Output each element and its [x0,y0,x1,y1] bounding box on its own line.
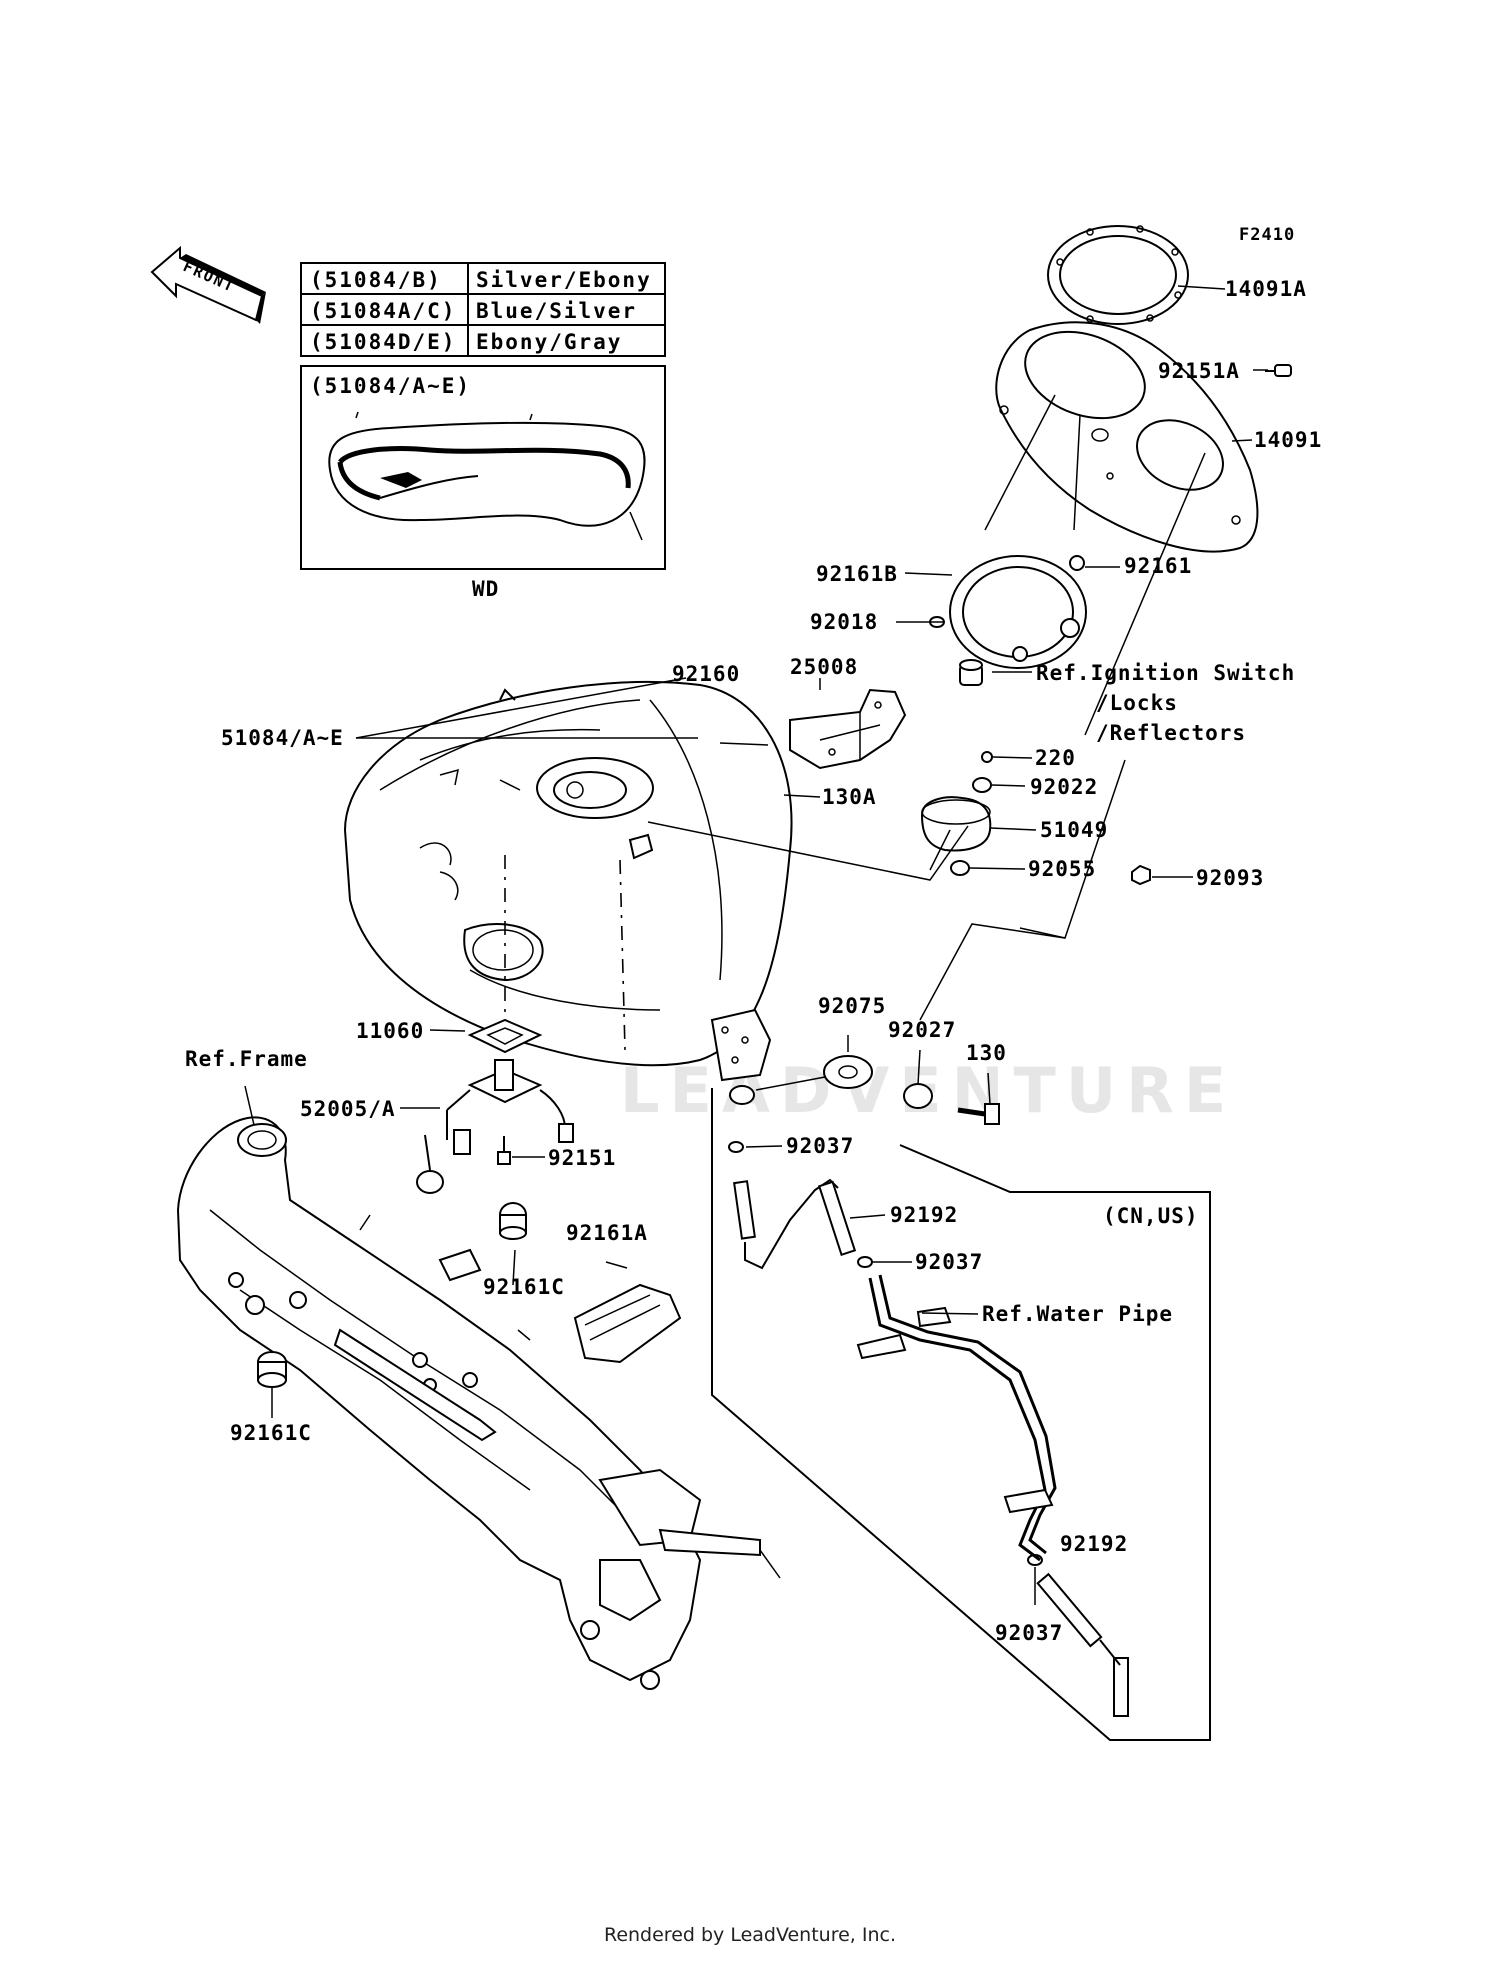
water-pipe [856,1274,1057,1562]
inset-title: (51084/A~E) [310,374,471,398]
bracket-25008 [789,688,907,770]
callout-92037-top: 92037 [786,1134,854,1158]
table-row-1-code: (51084/B) [310,268,442,292]
fuel-pump-52005 [416,1059,574,1194]
damper-92161C-lower-icon [257,1351,287,1388]
callout-52005: 52005/A [300,1097,396,1121]
bolt-130-icon [957,1103,1000,1125]
callout-92027: 92027 [888,1018,956,1042]
screw-92151-icon [497,1136,511,1165]
clamps-92037 [728,1141,1043,1566]
table-row-2-code: (51084A/C) [310,299,456,323]
callout-25008: 25008 [790,655,858,679]
meter-gasket-14091A [1047,225,1189,325]
callout-51049: 51049 [1040,818,1108,842]
hoses-92192 [733,1178,1129,1717]
callout-92160: 92160 [672,662,740,686]
bolt-220-icon [981,751,993,763]
callout-locks: /Locks [1096,691,1178,715]
grommet-92075-icon [823,1055,873,1089]
callout-92037-mid: 92037 [915,1250,983,1274]
lock-cylinder-icon [959,659,983,686]
callout-11060: 11060 [356,1019,424,1043]
callout-130A: 130A [822,785,877,809]
callout-92075: 92075 [818,994,886,1018]
washer-92022-icon [972,777,992,793]
callout-92093: 92093 [1196,866,1264,890]
callout-14091: 14091 [1254,428,1322,452]
callout-92161B: 92161B [816,562,898,586]
damper-92161C-upper-icon [499,1202,527,1240]
frame [176,1116,781,1690]
fuel-tank-51084 [343,680,793,1105]
table-row-2-color: Blue/Silver [476,299,637,323]
damper-92161A-icon [573,1283,682,1364]
callout-92161A: 92161A [566,1221,648,1245]
callout-51084: 51084/A~E [221,726,344,750]
inset-caption: WD [472,577,499,601]
table-row-1-color: Silver/Ebony [476,268,652,292]
callout-92055: 92055 [1028,857,1096,881]
o-ring-92055-icon [950,860,970,876]
callout-92018: 92018 [810,610,878,634]
region-label: (CN,US) [1103,1204,1199,1228]
callout-ref-frame: Ref.Frame [185,1047,308,1071]
callout-92161: 92161 [1124,554,1192,578]
callout-92022: 92022 [1030,775,1098,799]
meter-cover-14091 [995,321,1259,553]
callout-ref-ignition: Ref.Ignition Switch [1036,661,1295,685]
callout-220: 220 [1035,746,1076,770]
cap-51049-icon [920,796,992,852]
callout-92151A: 92151A [1158,359,1240,383]
callout-92161C-upper: 92161C [483,1275,565,1299]
tank-decal-inset: (51084/A~E) [300,365,666,570]
nut-92093-icon [1131,864,1151,886]
callout-92192-top: 92192 [890,1203,958,1227]
ref-lines [647,394,1206,1021]
callout-92037-bottom: 92037 [995,1621,1063,1645]
cn-us-region-box [711,1088,1211,1741]
color-table: (51084/B) Silver/Ebony (51084A/C) Blue/S… [300,262,666,357]
callout-92161C-lower: 92161C [230,1421,312,1445]
footer-credit: Rendered by LeadVenture, Inc. [603,1924,897,1946]
leader-lines [244,285,1268,1605]
centerlines [504,855,626,1051]
grommet-92161-icon [1069,555,1085,571]
callout-92151: 92151 [548,1146,616,1170]
callout-reflectors: /Reflectors [1096,721,1246,745]
table-row-3-code: (51084D/E) [310,330,456,354]
table-row-3-color: Ebony/Gray [476,330,622,354]
callout-14091A: 14091A [1225,277,1307,301]
front-arrow-icon: FRONT [150,245,266,324]
gasket-11060 [467,1018,543,1054]
callout-130: 130 [966,1041,1007,1065]
screw-92151A-icon [1265,364,1292,377]
figure-code: F2410 [1239,225,1295,245]
callout-ref-water-pipe: Ref.Water Pipe [982,1302,1173,1326]
collar-92027-icon [903,1083,933,1109]
meter-gasket-92161B [949,555,1087,669]
callout-92192-bottom: 92192 [1060,1532,1128,1556]
